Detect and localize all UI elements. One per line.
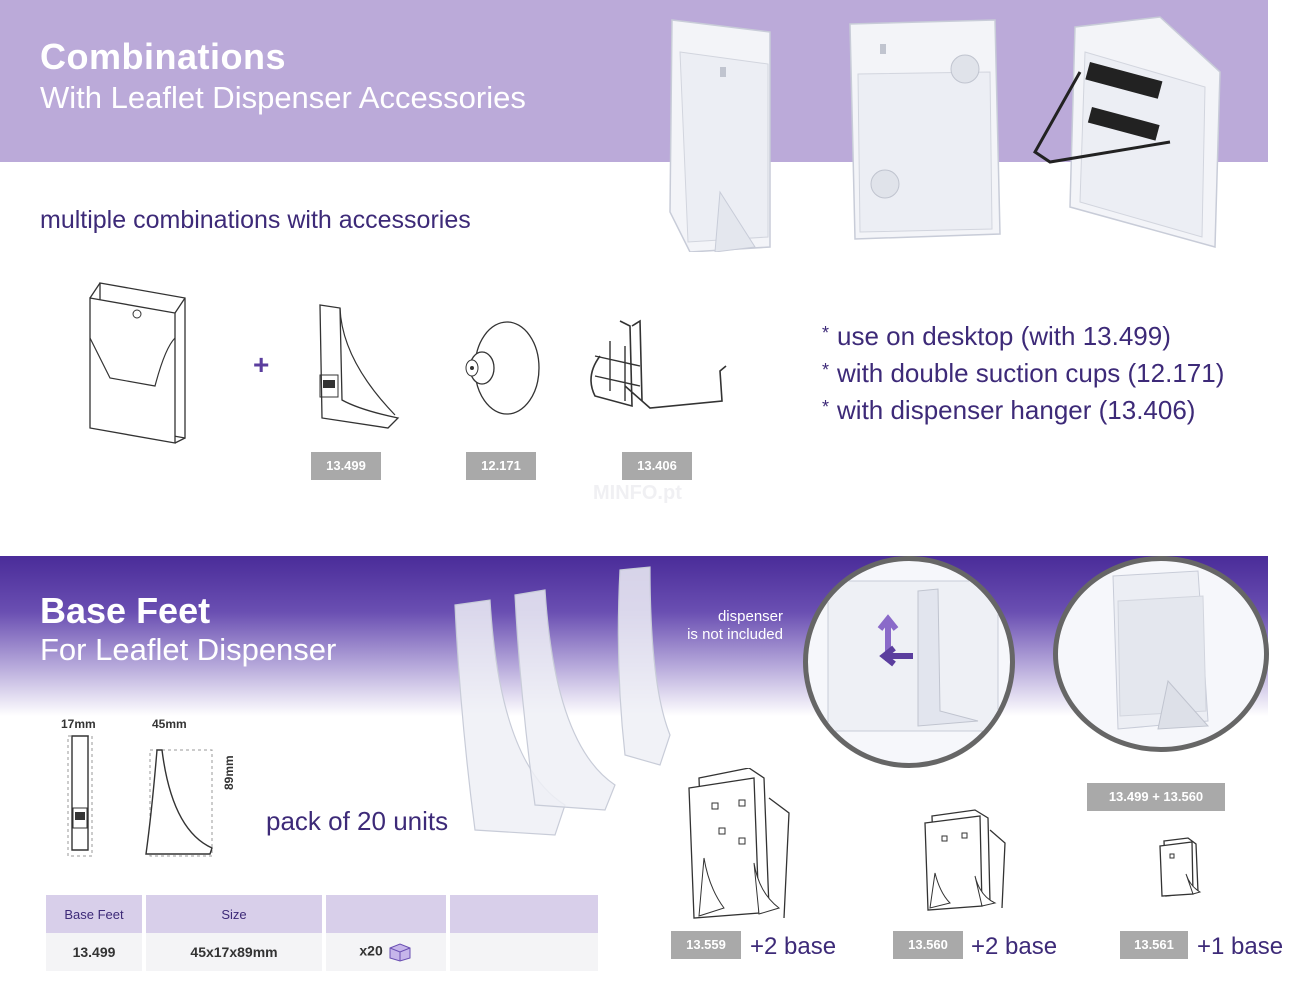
base-foot-dimension-drawing <box>67 735 213 857</box>
accessory-code-13-499: 13.499 <box>311 452 381 480</box>
detail-circle-assembled <box>1053 556 1269 752</box>
accessory-code-12-171: 12.171 <box>466 452 536 480</box>
variant-code-13-561: 13.561 <box>1120 931 1188 959</box>
bullet-mark: * <box>822 323 830 343</box>
table-row: 13.499 45x17x89mm x20 <box>46 933 598 971</box>
base-feet-subtitle: For Leaflet Dispenser <box>40 632 337 667</box>
hanger-line-drawing <box>590 319 727 409</box>
feature-text: with double suction cups (12.171) <box>837 358 1225 388</box>
variant-code-13-560: 13.560 <box>893 931 963 959</box>
base-foot-line-drawing <box>319 304 400 429</box>
detail-circle-insert <box>803 556 1015 768</box>
combo-code-label: 13.499 + 13.560 <box>1087 783 1225 811</box>
accessory-code-13-406: 13.406 <box>622 452 692 480</box>
feature-list: * use on desktop (with 13.499) * with doub… <box>822 316 1224 427</box>
feature-item: * use on desktop (with 13.499) <box>822 316 1224 353</box>
combinations-banner <box>0 0 1268 162</box>
variant-base-count: +1 base <box>1197 933 1284 960</box>
dim-width-label: 45mm <box>152 717 187 731</box>
variant-medium-drawing <box>924 809 1006 911</box>
box-icon <box>389 943 411 962</box>
dispenser-not-included-note: dispenser is not included <box>660 608 783 644</box>
dispenser-desktop-photo <box>669 19 771 252</box>
dispenser-line-drawing <box>89 282 186 444</box>
header-base-feet: Base Feet <box>46 895 142 933</box>
cell-size: 45x17x89mm <box>146 933 322 971</box>
variant-small-drawing <box>1159 837 1202 897</box>
header-empty <box>450 895 598 933</box>
cell-qty: x20 <box>326 933 446 971</box>
variant-code-13-559: 13.559 <box>671 931 741 959</box>
spec-table: Base Feet Size 13.499 45x17x89mm x20 <box>42 895 602 971</box>
variant-large-drawing <box>688 768 790 919</box>
suction-cup-line-drawing <box>465 321 540 415</box>
bullet-mark: * <box>822 397 830 417</box>
bullet-mark: * <box>822 360 830 380</box>
header-size: Size <box>146 895 322 933</box>
watermark: MINFO.pt <box>593 482 682 504</box>
combinations-tagline: multiple combinations with accessories <box>40 206 471 234</box>
dispenser-hanger-photo <box>1033 16 1221 248</box>
cell-empty <box>450 933 598 971</box>
feature-item: * with double suction cups (12.171) <box>822 353 1224 390</box>
base-feet-title: Base Feet <box>40 590 211 631</box>
dim-depth-label: 17mm <box>61 717 96 731</box>
note-line: is not included <box>687 626 783 643</box>
feature-item: * with dispenser hanger (13.406) <box>822 390 1224 427</box>
dispenser-suction-photo <box>849 19 1001 240</box>
qty-text: x20 <box>359 942 383 959</box>
combinations-title: Combinations <box>40 36 286 77</box>
variant-base-count: +2 base <box>971 933 1058 960</box>
feature-text: use on desktop (with 13.499) <box>837 321 1171 351</box>
pack-quantity: pack of 20 units <box>266 806 449 836</box>
base-feet-photo <box>454 566 671 836</box>
header-qty <box>326 895 446 933</box>
table-header-row: Base Feet Size <box>46 895 598 933</box>
feature-text: with dispenser hanger (13.406) <box>837 395 1196 425</box>
combinations-subtitle: With Leaflet Dispenser Accessories <box>40 80 526 115</box>
cell-code: 13.499 <box>46 933 142 971</box>
variant-base-count: +2 base <box>750 933 837 960</box>
note-line: dispenser <box>717 608 783 625</box>
plus-sign: + <box>253 349 270 380</box>
